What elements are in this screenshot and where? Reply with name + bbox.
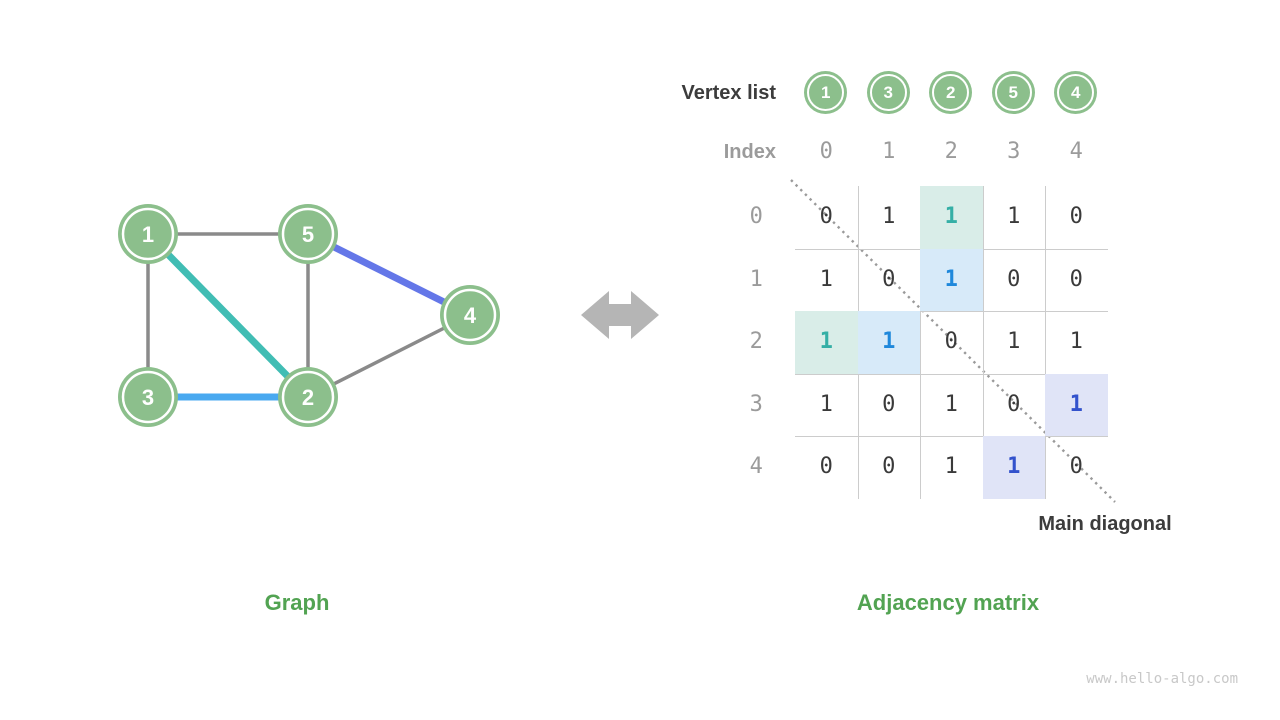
graph-node-label: 3 (142, 385, 154, 410)
matrix-cell-1-2: 1 (920, 248, 983, 311)
graph-nodes: 1 5 4 3 2 (118, 204, 500, 427)
matrix-cell-1-4: 0 (1069, 266, 1083, 292)
matrix-cell-3-2: 1 (944, 391, 958, 417)
graph-node-label: 1 (142, 222, 154, 247)
matrix-cell-2-2: 0 (944, 329, 958, 354)
matrix-row-index-3: 3 (749, 391, 763, 417)
graph-node-2 (278, 367, 338, 427)
matrix-cell-4-1: 0 (882, 454, 896, 479)
matrix-cell-4-3: 1 (982, 436, 1045, 499)
matrix-cell-3-0: 1 (819, 391, 833, 417)
matrix-cell-2-4: 1 (1069, 329, 1083, 354)
graph-edge-2-4 (307, 313, 471, 399)
graph-node-ring (121, 207, 175, 261)
matrix-cell-3-4: 1 (1045, 373, 1108, 436)
graph-node-label: 5 (302, 222, 314, 247)
graph-node-ring (121, 370, 175, 424)
matrix-cell-2-0: 1 (795, 311, 858, 374)
graph-node-ring (281, 207, 335, 261)
graph-node-label: 2 (302, 385, 314, 410)
matrix-cell-4-0: 0 (819, 454, 833, 479)
vertex-list-node-4: 4 (1057, 74, 1095, 111)
adjacency-matrix-caption: Adjacency matrix (856, 590, 1040, 615)
index-label: Index (723, 141, 776, 163)
matrix-cell-3-3: 0 (1007, 391, 1021, 417)
vertex-list-node-5: 5 (994, 74, 1032, 111)
matrix-cell-0-3: 1 (1007, 204, 1021, 229)
matrix-row-index-4: 4 (749, 454, 763, 479)
matrix-cell-2-1: 1 (857, 311, 920, 374)
grid-line-vertical (982, 186, 984, 499)
grid-line-horizontal (795, 311, 1108, 312)
matrix-row-index-2: 2 (749, 329, 763, 354)
graph-node-3 (118, 367, 178, 427)
graph-edge-5-4 (306, 230, 472, 319)
matrix-row-index-0: 0 (749, 204, 763, 229)
graph-edge-1-2 (145, 231, 311, 400)
matrix-cell-1-1: 0 (882, 266, 896, 292)
main-diagonal-label: Main diagonal (1038, 513, 1172, 535)
graph-node-1 (118, 204, 178, 264)
watermark: www.hello-algo.com (1086, 671, 1238, 687)
matrix-col-index-1: 1 (882, 139, 896, 164)
grid-line-horizontal (795, 436, 1108, 437)
matrix-col-index-3: 3 (1007, 139, 1021, 164)
matrix-cell-0-2: 1 (920, 186, 983, 249)
matrix-col-index-2: 2 (944, 139, 958, 164)
matrix-cell-4-4: 0 (1069, 454, 1083, 479)
vertex-list-node-2: 2 (932, 74, 970, 111)
matrix-cell-0-4: 0 (1069, 204, 1083, 229)
matrix-cell-1-0: 1 (819, 266, 833, 292)
grid-line-vertical (920, 186, 921, 499)
matrix-cell-3-1: 0 (882, 391, 896, 417)
matrix-col-index-0: 0 (819, 139, 833, 164)
graph-caption: Graph (264, 590, 330, 615)
graph-node-label: 4 (464, 303, 477, 328)
matrix-cell-1-3: 0 (1007, 266, 1021, 292)
graph-node-ring (443, 288, 497, 342)
graph-node-4 (440, 285, 500, 345)
matrix-cell-0-1: 1 (882, 204, 896, 229)
double-arrow-icon (581, 291, 659, 339)
matrix-cell-0-0: 0 (819, 204, 833, 229)
vertex-list-node-1: 1 (807, 74, 845, 111)
vertex-list-node-3: 3 (869, 74, 907, 111)
graph-node-5 (278, 204, 338, 264)
matrix-cell-4-2: 1 (944, 454, 958, 479)
matrix-col-index-4: 4 (1069, 139, 1083, 164)
matrix-cell-2-3: 1 (1007, 329, 1021, 354)
grid-line-horizontal (795, 373, 1108, 375)
graph-node-ring (281, 370, 335, 424)
vertex-list-label: Vertex list (681, 82, 776, 104)
grid-line-vertical (1045, 186, 1046, 499)
matrix-row-index-1: 1 (749, 266, 763, 292)
